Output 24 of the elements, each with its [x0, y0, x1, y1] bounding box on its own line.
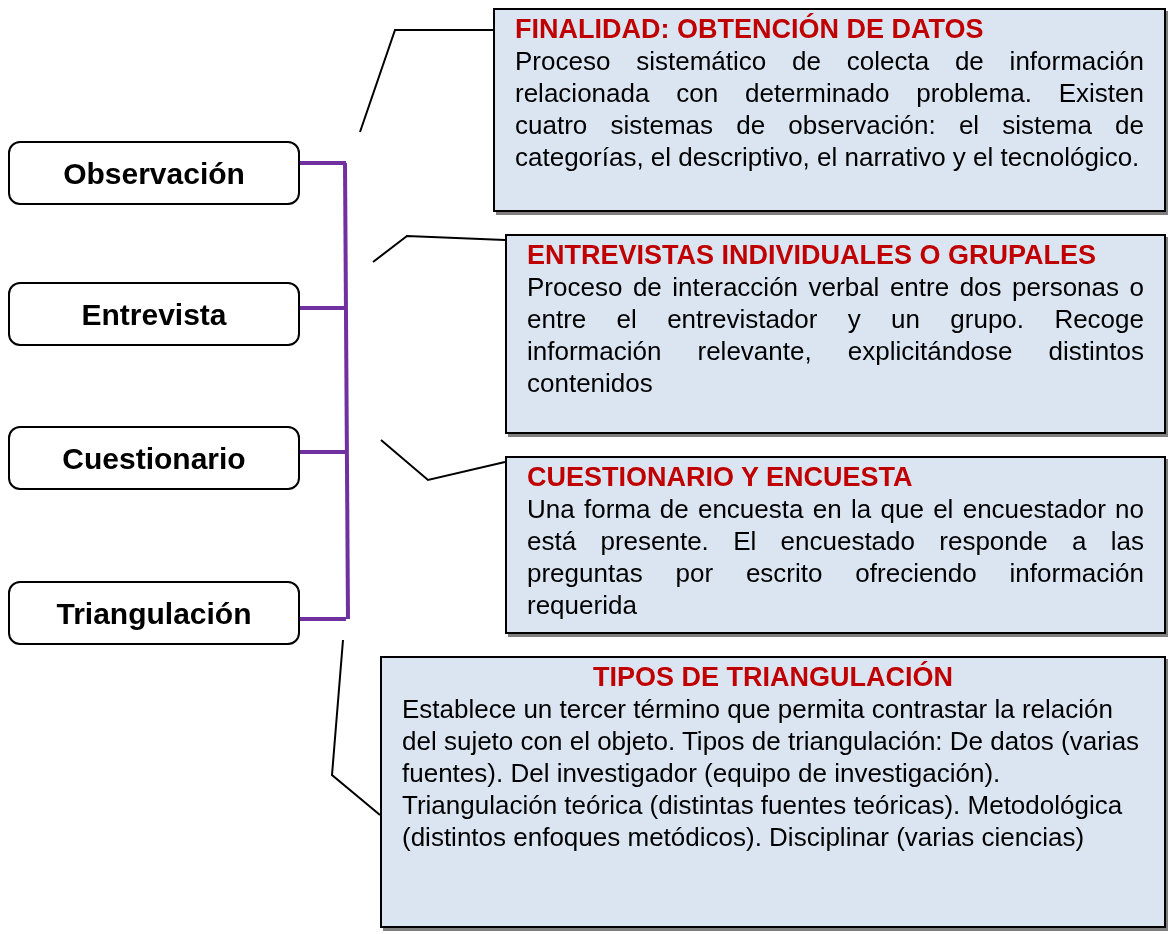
- leader-line: [330, 639, 381, 816]
- description-box: [505, 456, 1166, 634]
- term-box: [8, 141, 300, 205]
- leader-line: [380, 439, 506, 482]
- term-box: [8, 282, 300, 346]
- term-label: Cuestionario: [62, 440, 246, 477]
- term-label: Observación: [63, 155, 245, 192]
- description-text: Proceso de interacción verbal entre dos personas o entre el entrevistador y un grupo. Recoge información relevante, explicitándose distintos contenidos: [527, 271, 1144, 399]
- description-text: Proceso sistemático de colecta de información relacionada con determinado problema. Existen cuatro sistemas de observación: el sistema de categorías, el descriptivo, el narrativo y el tecnológico.: [515, 45, 1144, 173]
- term-box: [8, 581, 300, 645]
- description-heading: FINALIDAD: OBTENCIÓN DE DATOS: [515, 14, 985, 45]
- description-text: Una forma de encuesta en la que el encuestador no está presente. El encuestado responde a las preguntas por escrito ofreciendo información requerida: [527, 493, 1144, 621]
- leader-line: [372, 235, 506, 263]
- description-heading: ENTREVISTAS INDIVIDUALES O GRUPALES: [527, 240, 1098, 271]
- term-label: Entrevista: [81, 296, 227, 333]
- description-box: [493, 8, 1166, 212]
- description-heading: TIPOS DE TRIANGULACIÓN: [592, 662, 954, 693]
- description-heading: CUESTIONARIO Y ENCUESTA: [527, 462, 914, 493]
- term-box: [8, 426, 300, 490]
- description-box: [505, 234, 1166, 434]
- leader-line: [359, 29, 494, 133]
- description-text: Establece un tercer término que permita contrastar la relación del sujeto con el objeto. Tipos de triangulación: De datos (varias fuentes). Del investigador (equipo de investigación). Triangulación teórica (distintas fuentes teóricas). Metodológica (distintos enfoques metódicos). Disciplinar (varias ciencias): [402, 693, 1141, 853]
- description-box: [380, 656, 1166, 928]
- term-label: Triangulación: [56, 595, 252, 632]
